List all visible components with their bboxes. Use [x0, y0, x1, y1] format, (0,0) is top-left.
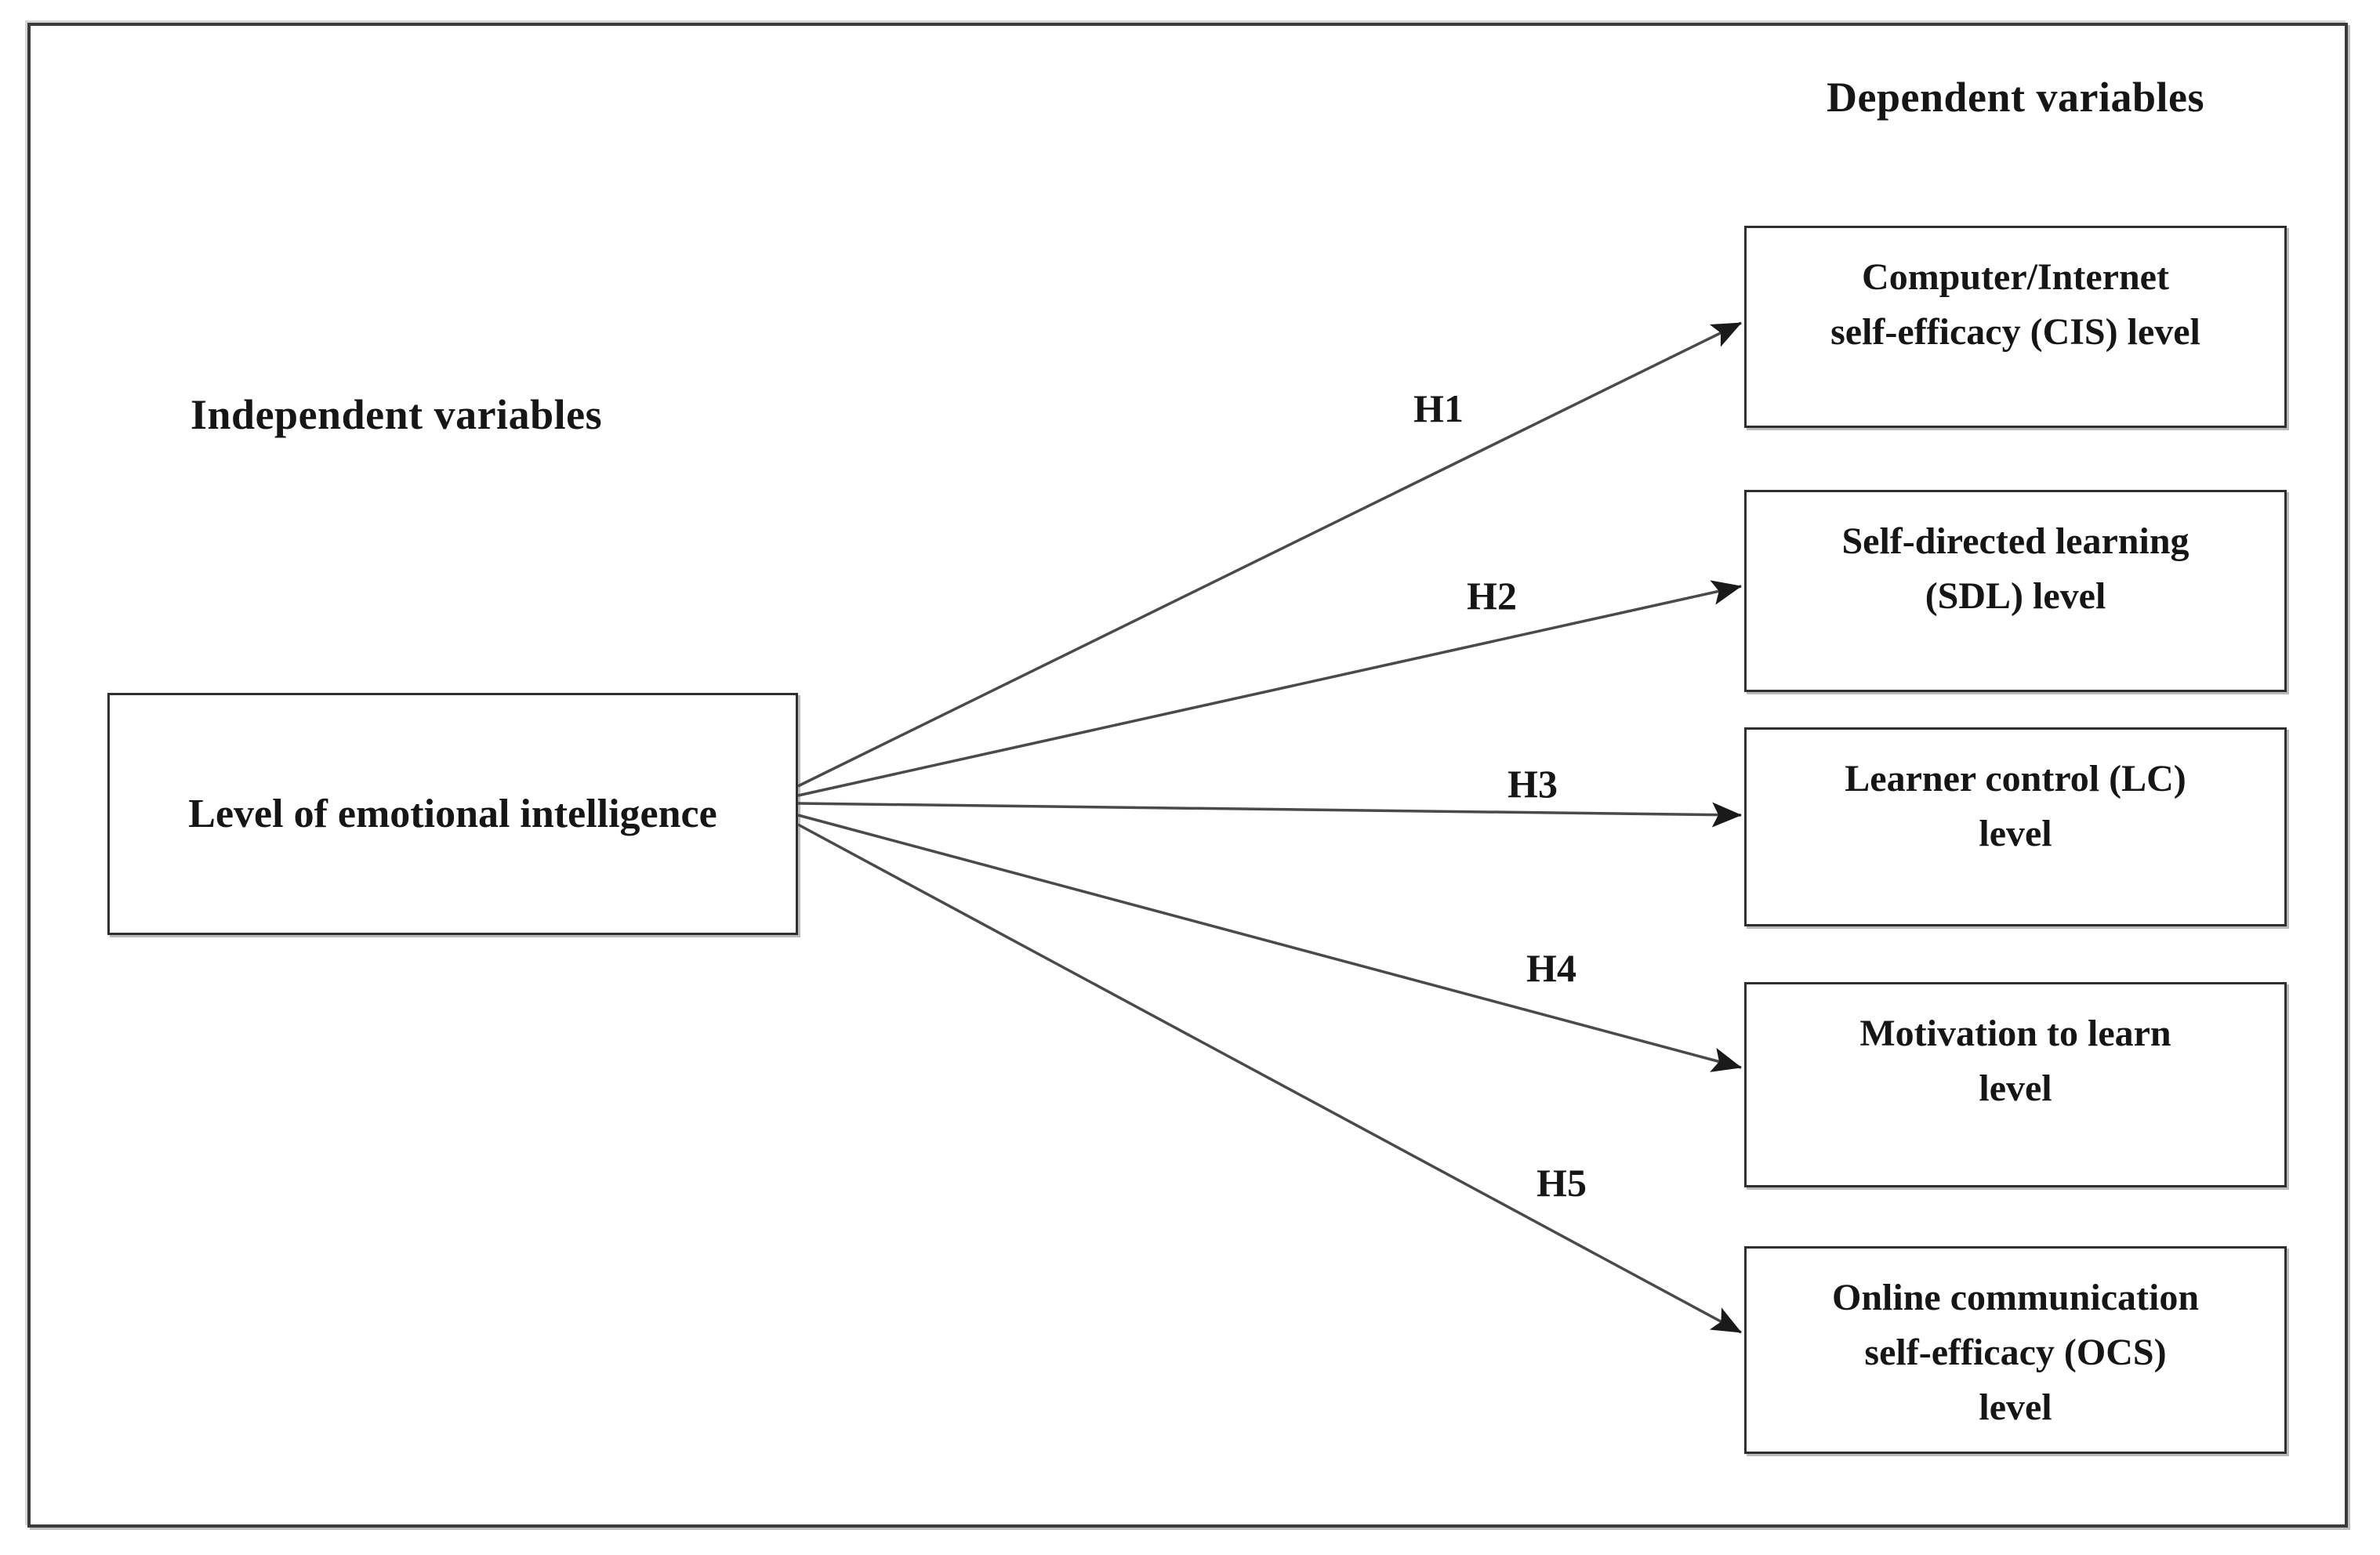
hypothesis-label-h4: H4 [1526, 946, 1576, 990]
box-label-line: Computer/Internet [1862, 256, 2169, 298]
dependent-variable-box-sdl: Self-directed learning (SDL) level [1744, 490, 2287, 692]
box-label-line: self-efficacy (CIS) level [1830, 311, 2200, 353]
dependent-variable-box-cis: Computer/Internet self-efficacy (CIS) lev… [1744, 226, 2287, 428]
box-label-line: level [1979, 1386, 2052, 1428]
box-label-line: self-efficacy (OCS) [1864, 1332, 2167, 1373]
independent-variables-heading: Independent variables [190, 391, 603, 438]
hypothesis-label-h3: H3 [1507, 762, 1558, 806]
dependent-variable-box-lc: Learner control (LC) level [1744, 727, 2287, 926]
box-label-line: Learner control (LC) [1845, 758, 2186, 799]
dependent-variable-box-motivation: Motivation to learn level [1744, 982, 2287, 1187]
box-label-line: level [1979, 813, 2052, 854]
independent-variable-box: Level of emotional intelligence [107, 693, 798, 935]
box-label-line: Online communication [1831, 1277, 2200, 1318]
box-label-line: (SDL) level [1925, 575, 2106, 617]
box-label-line: level [1979, 1067, 2052, 1109]
box-label-line: Motivation to learn [1859, 1013, 2171, 1054]
hypothesis-label-h5: H5 [1536, 1161, 1587, 1205]
hypothesis-label-h1: H1 [1413, 386, 1464, 430]
dependent-variable-box-ocs: Online communication self-efficacy (OCS) l… [1744, 1246, 2287, 1454]
dependent-variables-heading: Dependent variables [1827, 74, 2204, 121]
outer-border [27, 23, 2348, 1528]
hypothesis-label-h2: H2 [1467, 574, 1517, 618]
box-label-line: Self-directed learning [1841, 520, 2190, 562]
